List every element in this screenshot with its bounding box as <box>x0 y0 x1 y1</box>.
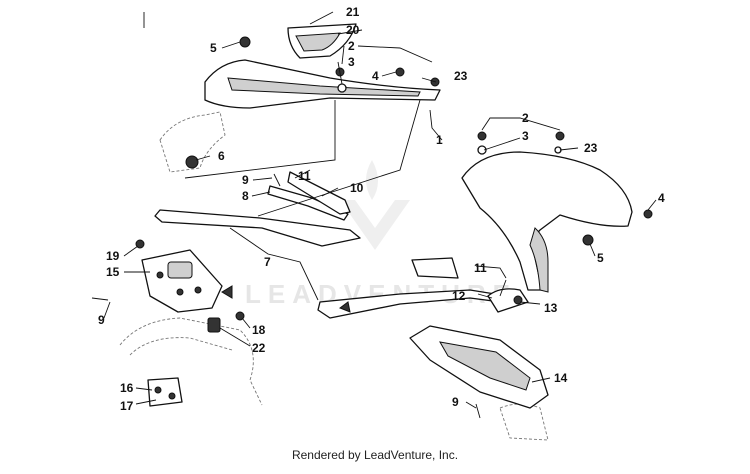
mount-plate-15 <box>141 249 223 313</box>
leader-lines <box>103 11 657 409</box>
callout-14: 14 <box>554 371 568 385</box>
callout-9: 9 <box>98 313 105 327</box>
callout-3: 3 <box>522 129 529 143</box>
footer-credit: Rendered by LeadVenture, Inc. <box>291 448 459 462</box>
fasteners <box>91 12 653 419</box>
bracket-10 <box>287 171 351 215</box>
callout-12: 12 <box>452 289 466 303</box>
upper-console <box>204 59 441 109</box>
step-plate-14 <box>409 325 549 409</box>
callout-11: 11 <box>298 169 311 183</box>
callout-19: 19 <box>106 249 120 263</box>
callout-15: 15 <box>106 265 120 279</box>
callout-2: 2 <box>348 39 355 53</box>
callout-4: 4 <box>658 191 665 205</box>
rail-upper <box>154 209 459 279</box>
callout-23: 23 <box>584 141 598 155</box>
callout-20: 20 <box>346 23 360 37</box>
callout-13: 13 <box>544 301 558 315</box>
callout-22: 22 <box>252 341 266 355</box>
callout-5: 5 <box>210 41 217 55</box>
callout-9: 9 <box>242 173 249 187</box>
callout-18: 18 <box>252 323 266 337</box>
callout-16: 16 <box>120 381 134 395</box>
frame-ghost-left <box>119 111 263 406</box>
watermark-logo <box>340 160 410 250</box>
callout-3: 3 <box>348 55 355 69</box>
callout-4: 4 <box>372 69 379 83</box>
clamp-bracket-12 <box>487 288 529 313</box>
bracket-8 <box>267 185 349 221</box>
callout-17: 17 <box>120 399 134 413</box>
callout-2: 2 <box>522 111 529 125</box>
assembly-lines <box>184 99 421 301</box>
callout-23: 23 <box>454 69 468 83</box>
side-cover <box>461 151 633 293</box>
callout-11: 11 <box>474 261 487 275</box>
callout-21: 21 <box>346 5 360 19</box>
callout-5: 5 <box>597 251 604 265</box>
callout-7: 7 <box>264 255 271 269</box>
grommet-22 <box>207 317 221 333</box>
direction-arrows <box>221 285 351 313</box>
gauge-pod <box>287 23 357 59</box>
callout-10: 10 <box>350 181 364 195</box>
callout-8: 8 <box>242 189 249 203</box>
callout-labels: 21 20 5 2 3 4 23 1 2 3 23 6 9 11 8 10 4 … <box>98 5 665 413</box>
frame-ghost-right <box>499 403 549 441</box>
plate-16 <box>147 377 183 407</box>
callout-1: 1 <box>436 133 443 147</box>
callout-9: 9 <box>452 395 459 409</box>
callout-6: 6 <box>218 149 225 163</box>
